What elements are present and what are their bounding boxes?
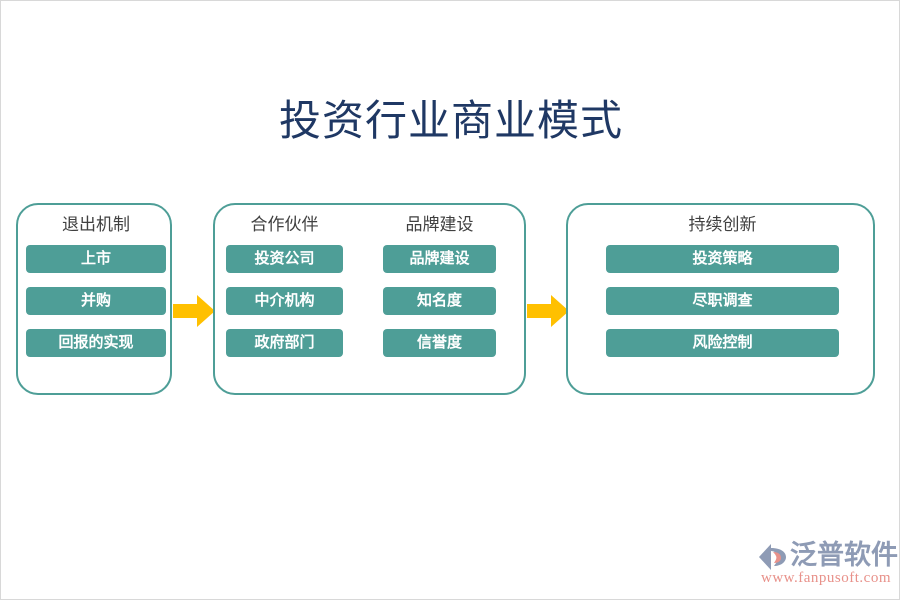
item-pill[interactable]: 投资公司 [226,245,343,273]
item-pill[interactable]: 尽职调查 [606,287,839,315]
column-header: 退出机制 [62,215,130,234]
group-box-exit-mechanism: 退出机制 上市 并购 回报的实现 [16,203,172,395]
arrow-right-glyph [173,295,215,327]
fanpu-logo-glyph [759,544,786,570]
column-brand-building: 品牌建设 品牌建设 知名度 信誉度 [383,213,496,357]
group-box-continuous-innovation: 持续创新 投资策略 尽职调查 风险控制 [566,203,875,395]
watermark: 泛普软件 www.fanpusoft.com [758,539,898,589]
watermark-brand-name: 泛普软件 [790,540,898,570]
watermark-url: www.fanpusoft.com [761,570,892,586]
column-header: 合作伙伴 [250,215,319,234]
item-pill[interactable]: 风险控制 [606,329,839,357]
item-pill[interactable]: 政府部门 [226,329,343,357]
item-pill[interactable]: 投资策略 [606,245,839,273]
column-exit-mechanism: 退出机制 上市 并购 回报的实现 [26,213,166,357]
column-header: 品牌建设 [405,215,474,234]
item-pill[interactable]: 知名度 [383,287,496,315]
item-pill[interactable]: 信誉度 [383,329,496,357]
column-partners: 合作伙伴 投资公司 中介机构 政府部门 [226,213,343,357]
fanpu-logo-icon [758,543,788,571]
arrow-right-glyph [527,295,569,327]
arrow-right-icon [173,294,215,328]
item-pill[interactable]: 品牌建设 [383,245,496,273]
page-title: 投资行业商业模式 [278,99,623,145]
item-pill[interactable]: 回报的实现 [26,329,166,357]
column-header: 持续创新 [688,215,757,234]
item-pill[interactable]: 上市 [26,245,166,273]
arrow-right-icon [527,294,569,328]
item-pill[interactable]: 中介机构 [226,287,343,315]
column-continuous-innovation: 持续创新 投资策略 尽职调查 风险控制 [606,213,839,357]
group-box-partners-brand: 合作伙伴 投资公司 中介机构 政府部门 品牌建设 品牌建设 知名度 信誉度 [213,203,526,395]
item-pill[interactable]: 并购 [26,287,166,315]
